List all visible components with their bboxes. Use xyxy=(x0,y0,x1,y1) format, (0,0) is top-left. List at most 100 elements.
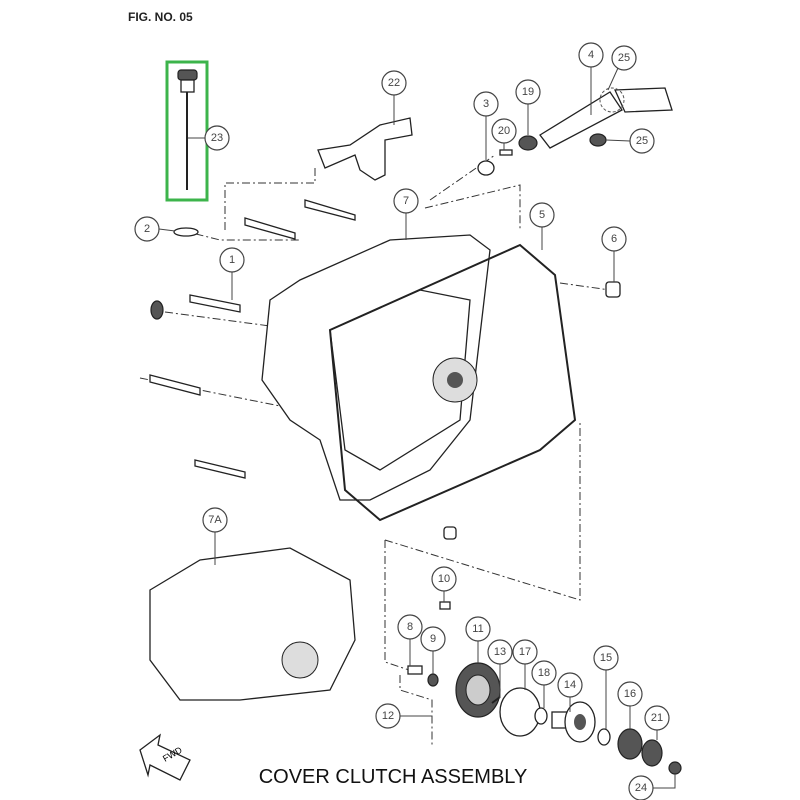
callout-number: 12 xyxy=(382,710,394,722)
callout-number: 9 xyxy=(430,633,436,645)
callout-11[interactable]: 11 xyxy=(465,616,491,642)
gear-part-21[interactable] xyxy=(641,739,663,767)
seal-part[interactable] xyxy=(150,300,164,320)
dowel-part-6[interactable] xyxy=(605,281,621,298)
callout-15[interactable]: 15 xyxy=(593,645,619,671)
callout-circle xyxy=(375,703,401,729)
callout-7[interactable]: 7 xyxy=(393,188,419,214)
callout-number: 18 xyxy=(538,667,550,679)
callout-10[interactable]: 10 xyxy=(431,566,457,592)
bolt-part-8[interactable] xyxy=(407,665,423,675)
callout-circle xyxy=(397,614,423,640)
gasket-part-5[interactable] xyxy=(328,243,577,522)
callout-circle xyxy=(611,45,637,71)
callout-circle xyxy=(491,118,517,144)
callout-number: 16 xyxy=(624,688,636,700)
callout-3[interactable]: 3 xyxy=(473,91,499,117)
callout-circle xyxy=(529,202,555,228)
clutch-cover-part-7A[interactable] xyxy=(149,547,356,701)
callout-1[interactable]: 1 xyxy=(219,247,245,273)
diagram-title: COVER CLUTCH ASSEMBLY xyxy=(258,766,528,788)
callout-21[interactable]: 21 xyxy=(644,705,670,731)
callout-circle xyxy=(393,188,419,214)
callout-circle xyxy=(431,566,457,592)
callout-9[interactable]: 9 xyxy=(420,626,446,652)
callout-12[interactable]: 12 xyxy=(375,703,401,729)
callout-14[interactable]: 14 xyxy=(557,672,583,698)
callout-number: 3 xyxy=(483,98,489,110)
callout-4[interactable]: 4 xyxy=(578,42,604,68)
callout-7A[interactable]: 7A xyxy=(202,507,228,533)
callout-number: 14 xyxy=(564,679,576,691)
figure-number: FIG. NO. 05 xyxy=(128,10,193,24)
spring-part-3[interactable] xyxy=(477,160,495,176)
callout-13[interactable]: 13 xyxy=(487,639,513,665)
pin-part-20[interactable] xyxy=(499,149,513,156)
callout-25[interactable]: 25 xyxy=(611,45,637,71)
callout-circle xyxy=(420,626,446,652)
callout-circle xyxy=(617,681,643,707)
callout-circle xyxy=(593,645,619,671)
callout-2[interactable]: 2 xyxy=(134,216,160,242)
plate-part-11[interactable] xyxy=(455,662,501,718)
bracket-part-22[interactable] xyxy=(317,117,413,181)
callout-number: 24 xyxy=(635,782,647,794)
callout-circle xyxy=(557,672,583,698)
callout-24[interactable]: 24 xyxy=(628,775,654,800)
callout-number: 4 xyxy=(588,49,594,61)
callout-16[interactable]: 16 xyxy=(617,681,643,707)
callout-6[interactable]: 6 xyxy=(601,226,627,252)
gear-part-16[interactable] xyxy=(617,728,643,760)
callout-8[interactable]: 8 xyxy=(397,614,423,640)
callout-number: 13 xyxy=(494,646,506,658)
bolts[interactable] xyxy=(149,199,356,479)
callout-circle xyxy=(465,616,491,642)
callout-number: 15 xyxy=(600,652,612,664)
callout-number: 7A xyxy=(208,514,222,526)
callout-circle xyxy=(473,91,499,117)
callout-number: 7 xyxy=(403,195,409,207)
callout-number: 11 xyxy=(472,623,483,635)
bush-part-18[interactable] xyxy=(534,707,548,725)
washer-part-9[interactable] xyxy=(427,673,439,687)
callout-25[interactable]: 25 xyxy=(629,128,655,154)
pin-part-13[interactable] xyxy=(491,696,501,704)
o-ring-part-2[interactable] xyxy=(173,227,199,237)
callout-23[interactable]: 23 xyxy=(204,125,230,151)
housing-part-14[interactable] xyxy=(551,701,596,743)
callout-5[interactable]: 5 xyxy=(529,202,555,228)
callout-18[interactable]: 18 xyxy=(531,660,557,686)
callout-circle xyxy=(381,70,407,96)
callout-circle xyxy=(644,705,670,731)
bolt-part-10[interactable] xyxy=(439,601,451,610)
callout-circle xyxy=(204,125,230,151)
callout-19[interactable]: 19 xyxy=(515,79,541,105)
callout-20[interactable]: 20 xyxy=(491,118,517,144)
gasket-part-17[interactable] xyxy=(499,687,541,737)
callout-circle xyxy=(601,226,627,252)
callout-number: 10 xyxy=(438,573,450,585)
dowel-part[interactable] xyxy=(443,526,457,540)
callout-number: 25 xyxy=(618,52,630,64)
shaft-part-4[interactable] xyxy=(539,87,673,149)
washer-part-15[interactable] xyxy=(597,728,611,746)
dipstick-part-23[interactable] xyxy=(177,69,198,190)
seal-part-19[interactable] xyxy=(518,135,538,151)
callout-number: 23 xyxy=(211,132,223,144)
callout-number: 22 xyxy=(388,77,400,89)
callout-labels: 22 3 19 4 25 20 25 23 2 7 5 6 1 7A 10 8 9 11 13 17 18 14 15 16 2… xyxy=(134,42,670,800)
callout-circle xyxy=(628,775,654,800)
callout-circle xyxy=(487,639,513,665)
callout-17[interactable]: 17 xyxy=(512,639,538,665)
callout-number: 21 xyxy=(651,712,663,724)
bush-part-25[interactable] xyxy=(589,133,607,147)
callout-circle xyxy=(578,42,604,68)
callout-number: 5 xyxy=(539,209,545,221)
callout-circle xyxy=(515,79,541,105)
callout-number: 20 xyxy=(498,125,510,137)
callout-number: 17 xyxy=(519,646,531,658)
callout-number: 8 xyxy=(407,621,413,633)
callout-22[interactable]: 22 xyxy=(381,70,407,96)
callout-circle xyxy=(629,128,655,154)
leader-lines xyxy=(158,67,676,789)
